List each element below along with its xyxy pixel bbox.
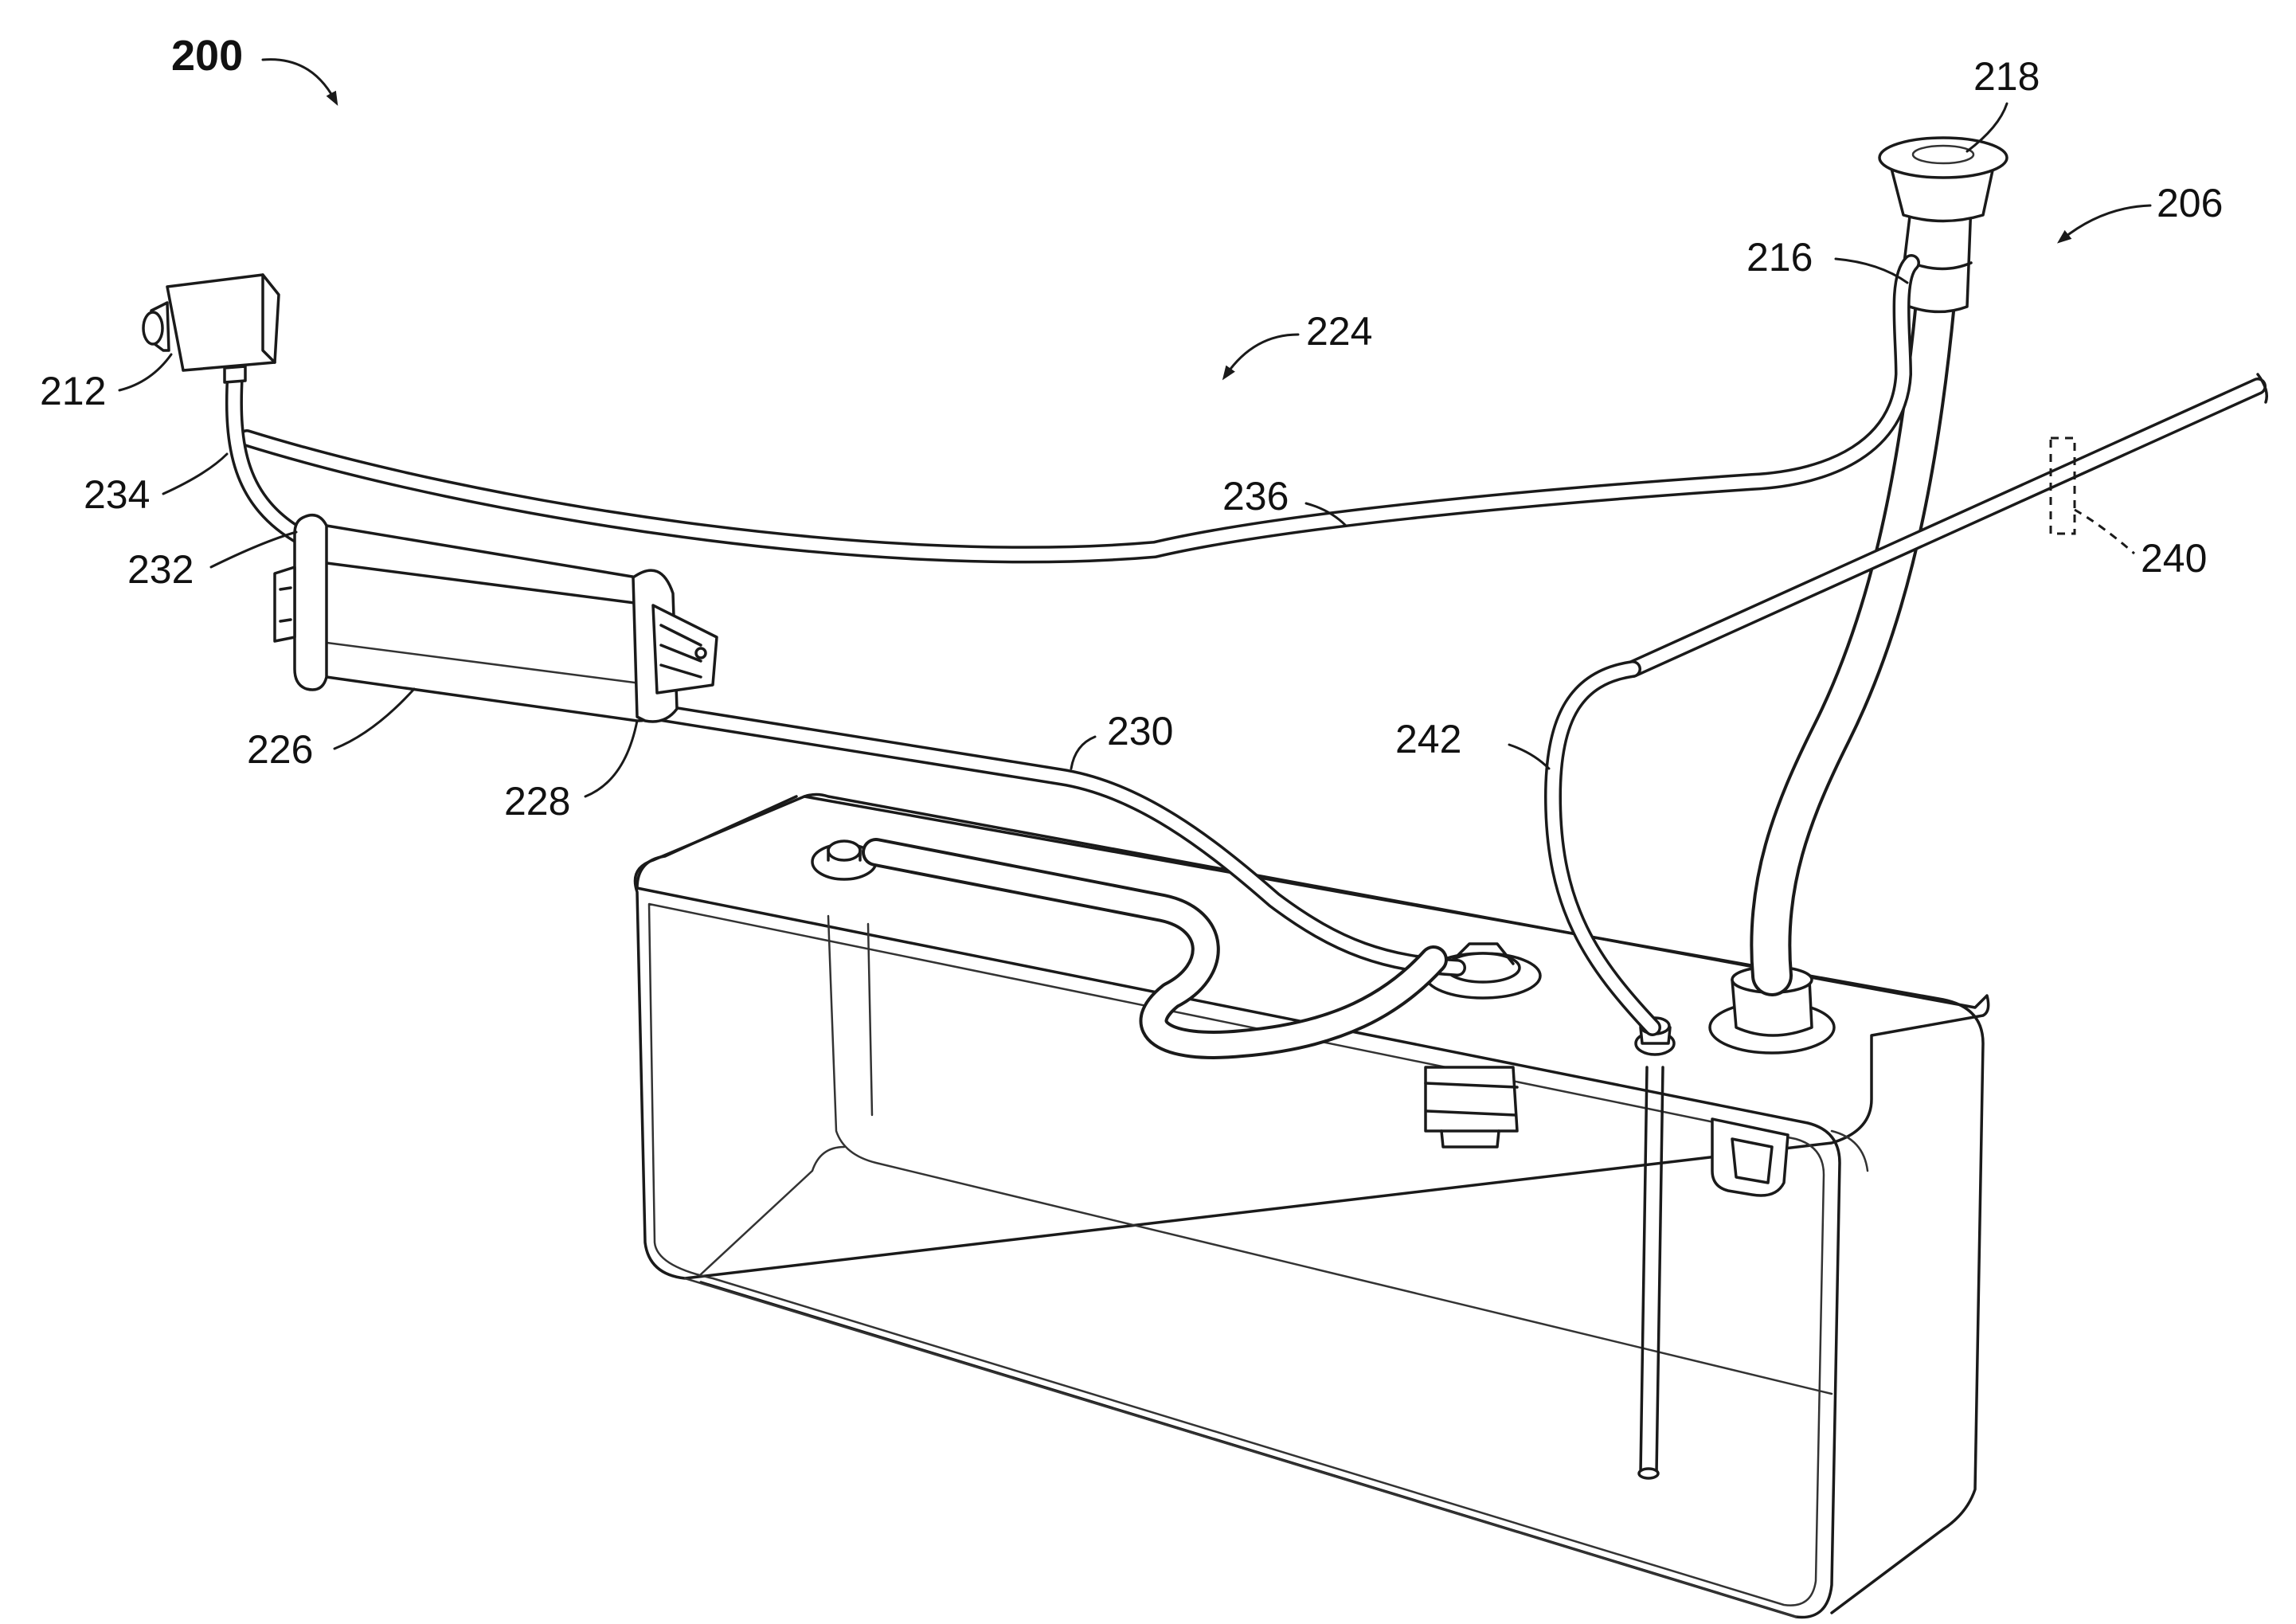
- label-234: 234: [84, 472, 150, 517]
- label-236: 236: [1222, 474, 1289, 519]
- label-224: 224: [1306, 309, 1372, 354]
- recirc-line-216: [247, 263, 1911, 554]
- dip-tube: [1639, 1067, 1663, 1478]
- tank-bracket: [1712, 1119, 1788, 1195]
- label-232: 232: [127, 547, 194, 592]
- line-242: [1553, 669, 1653, 1027]
- label-216: 216: [1746, 235, 1813, 280]
- line-240: [1633, 374, 2267, 669]
- label-226: 226: [247, 727, 313, 772]
- label-228: 228: [504, 779, 570, 824]
- label-240: 240: [2141, 536, 2207, 581]
- label-218: 218: [1973, 54, 2040, 99]
- canister-226: [275, 515, 717, 722]
- component-212: [143, 275, 279, 382]
- label-242: 242: [1395, 717, 1461, 761]
- label-212: 212: [40, 369, 106, 413]
- label-230: 230: [1107, 709, 1173, 753]
- label-200: 200: [171, 32, 243, 80]
- label-206: 206: [2157, 181, 2223, 225]
